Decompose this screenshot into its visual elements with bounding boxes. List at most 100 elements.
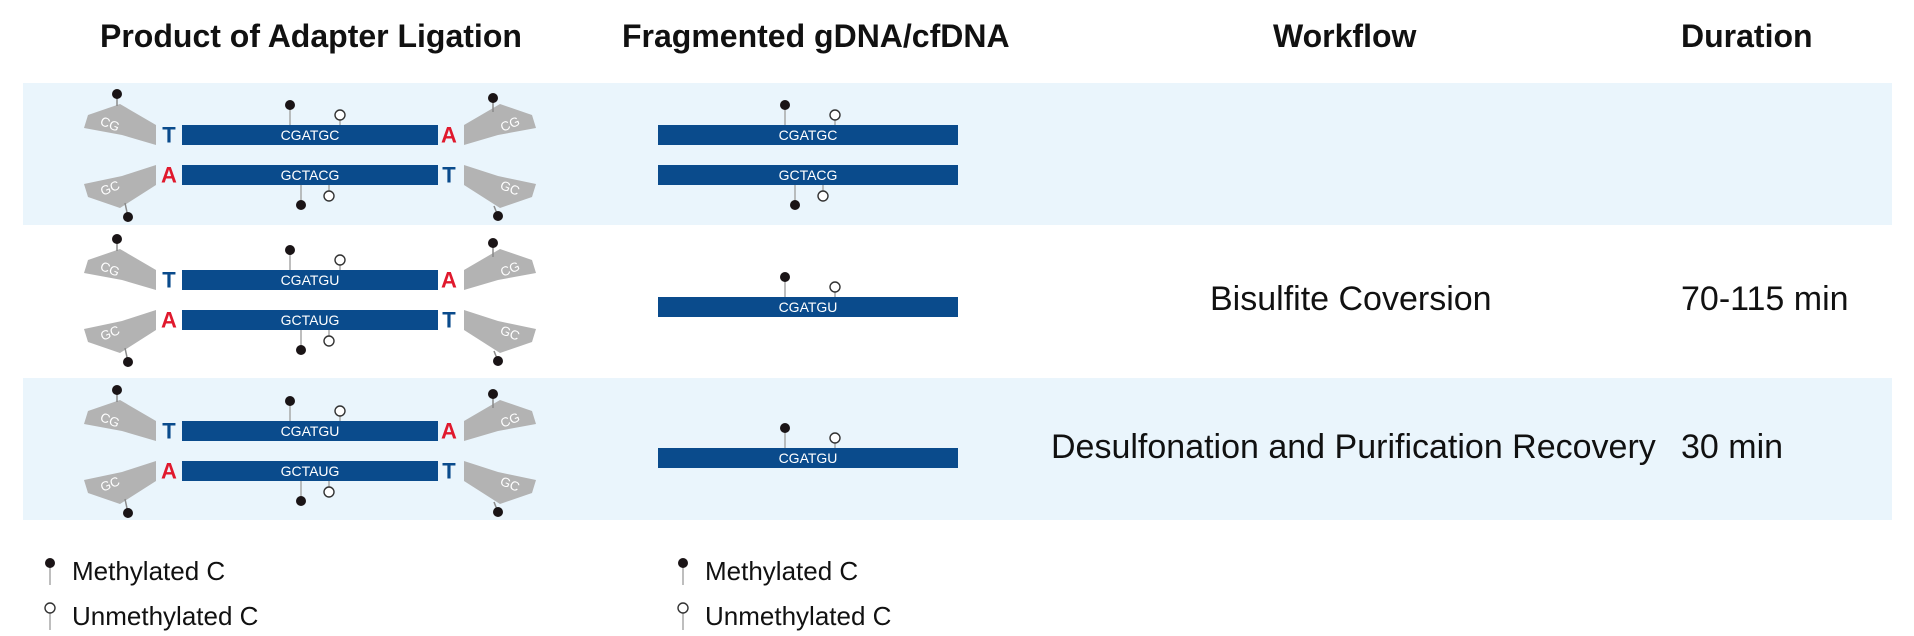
fragment-diagram: CGATGU xyxy=(658,272,958,317)
methylated-c-icon xyxy=(112,385,122,395)
methylated-c-icon xyxy=(296,496,306,506)
methylated-c-icon xyxy=(285,100,295,110)
base-a: A xyxy=(441,419,457,444)
methylated-c-icon xyxy=(285,245,295,255)
unmethylated-c-icon xyxy=(829,281,841,293)
dna-strand xyxy=(182,125,438,145)
methylated-c-icon xyxy=(285,396,295,406)
base-t: T xyxy=(162,268,176,293)
methylated-c-icon xyxy=(488,389,498,399)
methylated-c-icon xyxy=(296,200,306,210)
duration-desulfonation: 30 min xyxy=(1681,428,1784,466)
adapter-arm xyxy=(84,461,156,504)
base-t: T xyxy=(162,419,176,444)
methylated-c-icon xyxy=(296,345,306,355)
strand-sequence: CGATGC xyxy=(779,127,838,143)
unmethylated-c-icon xyxy=(334,254,346,266)
unmethylated-c-icon xyxy=(323,335,335,347)
methylated-c-icon xyxy=(780,423,790,433)
legend-methylated-label: Methylated C xyxy=(705,556,859,586)
base-a: A xyxy=(441,268,457,293)
row-bg-1 xyxy=(23,83,1892,225)
strand-sequence: CGATGU xyxy=(779,299,838,315)
unmethylated-c-icon xyxy=(44,601,56,630)
adapter-arm xyxy=(464,461,536,504)
adapter-arm xyxy=(464,400,536,441)
methylated-c-icon xyxy=(780,100,790,110)
unmethylated-c-icon xyxy=(817,190,829,202)
adapter-label: GC xyxy=(498,473,522,494)
strand-sequence: GCTAUG xyxy=(281,463,340,479)
base-a: A xyxy=(161,459,177,484)
legend-unmethylated-label: Unmethylated C xyxy=(705,601,892,631)
base-t: T xyxy=(442,459,456,484)
unmethylated-c-icon xyxy=(334,109,346,121)
dna-strand xyxy=(182,165,438,185)
adapter-arm xyxy=(464,104,536,145)
adapter-label: CG xyxy=(98,409,122,430)
legend-methylated-label: Methylated C xyxy=(72,556,226,586)
strand-sequence: CGATGU xyxy=(281,272,340,288)
unmethylated-c-icon xyxy=(829,109,841,121)
methylated-c-icon xyxy=(123,212,133,222)
fragment-diagram: CGATGU xyxy=(658,423,958,468)
strand-sequence: CGATGU xyxy=(779,450,838,466)
duration-bisulfite: 70-115 min xyxy=(1681,280,1849,318)
adapter-arm xyxy=(84,400,156,441)
methylated-c-icon xyxy=(488,93,498,103)
methylated-c-icon xyxy=(45,557,55,585)
legend-unmethylated-label: Unmethylated C xyxy=(72,601,259,631)
methylated-c-icon xyxy=(493,356,503,366)
adapter-label: CG xyxy=(498,258,522,279)
unmethylated-c-icon xyxy=(323,486,335,498)
unmethylated-c-icon xyxy=(334,405,346,417)
adapter-label: CG xyxy=(498,113,522,134)
dna-strand xyxy=(658,448,958,468)
methylated-c-icon xyxy=(123,357,133,367)
strand-sequence: GCTAUG xyxy=(281,312,340,328)
legend-left-methylated: Methylated C xyxy=(42,556,225,587)
unmethylated-c-icon xyxy=(323,190,335,202)
adapter-arm xyxy=(84,104,156,145)
adapter-arm xyxy=(84,310,156,353)
dna-strand xyxy=(182,461,438,481)
methylated-c-icon xyxy=(112,89,122,99)
dna-strand xyxy=(182,421,438,441)
methylated-c-icon xyxy=(780,272,790,282)
unmethylated-c-icon xyxy=(677,601,689,630)
adapter-label: CG xyxy=(98,113,122,134)
legend-right-methylated: Methylated C xyxy=(675,556,858,587)
base-a: A xyxy=(161,308,177,333)
base-a: A xyxy=(161,163,177,188)
dna-strand xyxy=(658,297,958,317)
methylated-c-icon xyxy=(488,238,498,248)
adapter-label: GC xyxy=(498,177,522,198)
methylated-c-icon xyxy=(493,507,503,517)
adapter-arm xyxy=(464,310,536,353)
methylated-c-icon xyxy=(493,211,503,221)
base-t: T xyxy=(442,308,456,333)
adapter-arm xyxy=(464,249,536,290)
dna-strand xyxy=(182,270,438,290)
adapter-arm xyxy=(84,249,156,290)
base-t: T xyxy=(162,123,176,148)
adapter-label: CG xyxy=(498,409,522,430)
header-product: Product of Adapter Ligation xyxy=(100,18,522,54)
header-duration: Duration xyxy=(1681,18,1813,54)
workflow-step-desulfonation: Desulfonation and Purification Recovery xyxy=(1051,428,1656,466)
base-t: T xyxy=(442,163,456,188)
header-workflow: Workflow xyxy=(1273,18,1417,54)
strand-sequence: GCTACG xyxy=(281,167,340,183)
adapter-arm xyxy=(84,165,156,208)
dna-strand xyxy=(658,165,958,185)
methylated-c-icon xyxy=(123,508,133,518)
adapter-label: GC xyxy=(98,177,122,198)
strand-sequence: CGATGU xyxy=(281,423,340,439)
unmethylated-c-icon xyxy=(829,432,841,444)
dna-strand xyxy=(182,310,438,330)
adapter-label: GC xyxy=(98,473,122,494)
